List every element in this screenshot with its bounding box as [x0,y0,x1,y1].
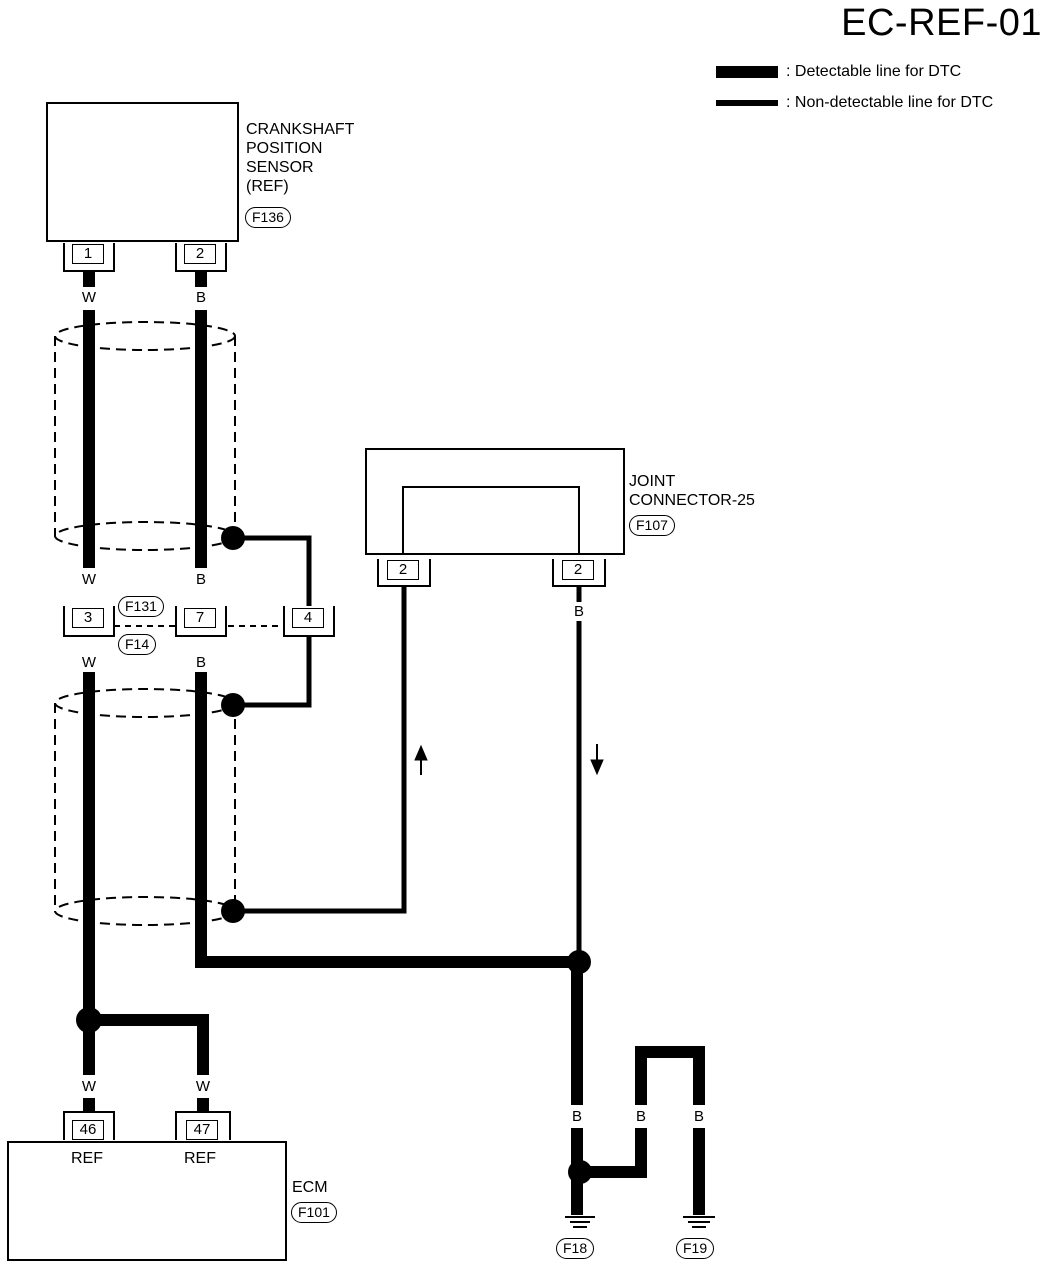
ckp-sensor-label-3: SENSOR [246,159,314,176]
legend-thin-line [716,100,778,106]
legend-detectable-label: : Detectable line for DTC [786,63,962,80]
ecm-pin-47: 47 [186,1120,218,1140]
joint-pin-2a: 2 [387,560,419,580]
ground-symbols [565,1216,715,1228]
wire-color-b5: B [567,1109,587,1125]
ckp-sensor-box [46,102,239,242]
wire-color-w3: W [79,655,99,671]
harness-pin-3: 3 [72,608,104,628]
harness-pin-7: 7 [184,608,216,628]
ecm-pin-46-label: REF [71,1150,103,1167]
splices [76,526,592,1184]
harness-pin-4: 4 [292,608,324,628]
wire-color-b6: B [631,1109,651,1125]
joint-connector-label-2: CONNECTOR-25 [629,492,755,509]
wire-color-b4: B [569,604,589,620]
page-id: EC-REF-01 [841,2,1042,44]
joint-connector-box [365,448,625,555]
ecm-connector-id: F101 [291,1202,337,1223]
shield-lower [54,688,236,926]
wire-color-w5: W [193,1079,213,1095]
non-detectable-wires [233,535,582,962]
ckp-pin-1: 1 [72,244,104,264]
harness-connector-top-id: F131 [118,596,164,617]
connector-housings [63,243,606,1140]
ground-f19: F19 [676,1238,715,1259]
ckp-pin-2: 2 [184,244,216,264]
ckp-sensor-label-2: POSITION [246,140,323,157]
flow-arrows [414,744,604,776]
joint-connector-id: F107 [629,515,675,536]
wire-color-w2: W [79,572,99,588]
ecm-label: ECM [292,1179,328,1196]
joint-pin-2b: 2 [562,560,594,580]
legend-non-detectable-label: : Non-detectable line for DTC [786,94,994,111]
ckp-sensor-label-1: CRANKSHAFT [246,121,355,138]
wire-color-w1: W [79,290,99,306]
wire-color-b3: B [191,655,211,671]
ground-f18: F18 [556,1238,595,1259]
ecm-box [7,1141,287,1261]
wire-color-w4: W [79,1079,99,1095]
ckp-sensor-label-4: (REF) [246,178,289,195]
harness-connector-bottom-id: F14 [118,634,157,655]
detectable-wires [83,271,705,1215]
wire-color-b2: B [191,572,211,588]
joint-connector-internal [402,486,580,554]
ecm-pin-46: 46 [72,1120,104,1140]
wire-color-b1: B [191,290,211,306]
legend-thick-line [716,66,778,78]
ckp-connector-id: F136 [245,207,291,228]
joint-connector-label-1: JOINT [629,473,676,490]
ecm-pin-47-label: REF [184,1150,216,1167]
wire-color-b7: B [689,1109,709,1125]
shield-upper [54,321,236,551]
